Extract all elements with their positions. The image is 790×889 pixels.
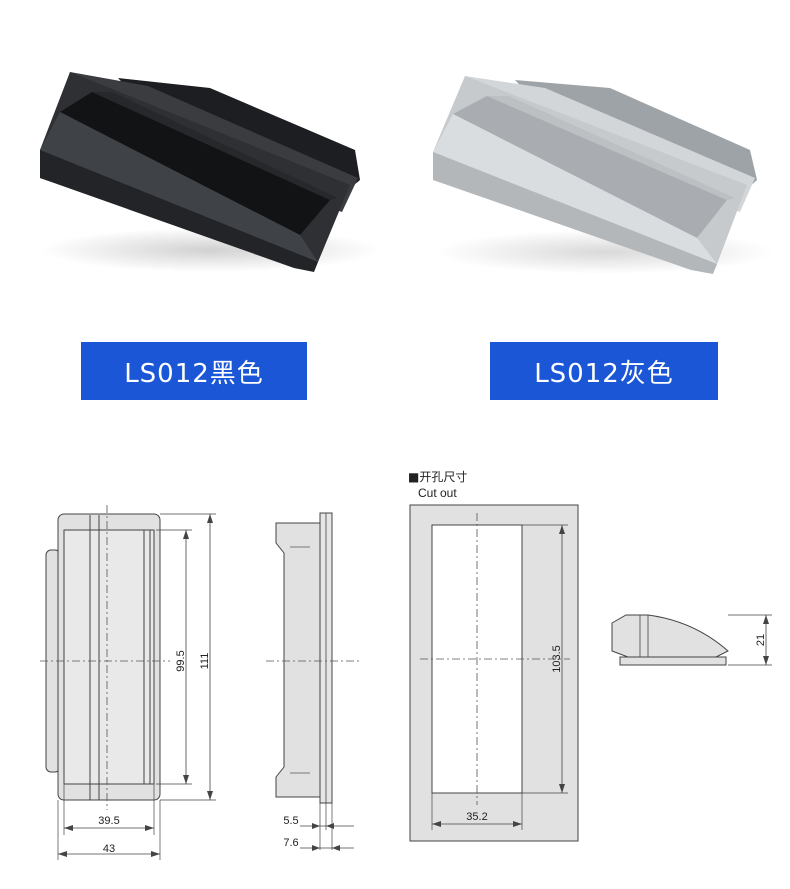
profile-view: 21: [611, 614, 772, 666]
front-view: 99.5 111 39.5 43: [40, 505, 216, 860]
cutout-title-en: Cut out: [418, 486, 457, 500]
side-depth-b-value: 7.6: [283, 837, 298, 849]
front-width-inner-value: 39.5: [98, 815, 119, 827]
front-width-outer-value: 43: [103, 843, 115, 855]
cutout-title-cn: ■开孔尺寸: [408, 470, 467, 484]
front-height-outer-value: 111: [199, 653, 211, 670]
gray-handle-photo: [395, 0, 790, 330]
side-view: 5.5 7.6: [266, 512, 360, 851]
cutout-view: ■开孔尺寸 Cut out 103.5 35.2: [408, 470, 579, 842]
black-handle-photo: [0, 0, 395, 330]
cutout-width-value: 35.2: [466, 811, 487, 823]
technical-drawing: 99.5 111 39.5 43 5.5 7.6: [40, 470, 772, 860]
black-variant-label: LS012黑色: [81, 342, 307, 400]
cutout-height-value: 103.5: [551, 645, 563, 673]
side-depth-a-value: 5.5: [283, 815, 298, 827]
front-height-inner-value: 99.5: [175, 650, 187, 671]
profile-height-value: 21: [755, 634, 767, 646]
gray-variant-label: LS012灰色: [490, 342, 718, 400]
